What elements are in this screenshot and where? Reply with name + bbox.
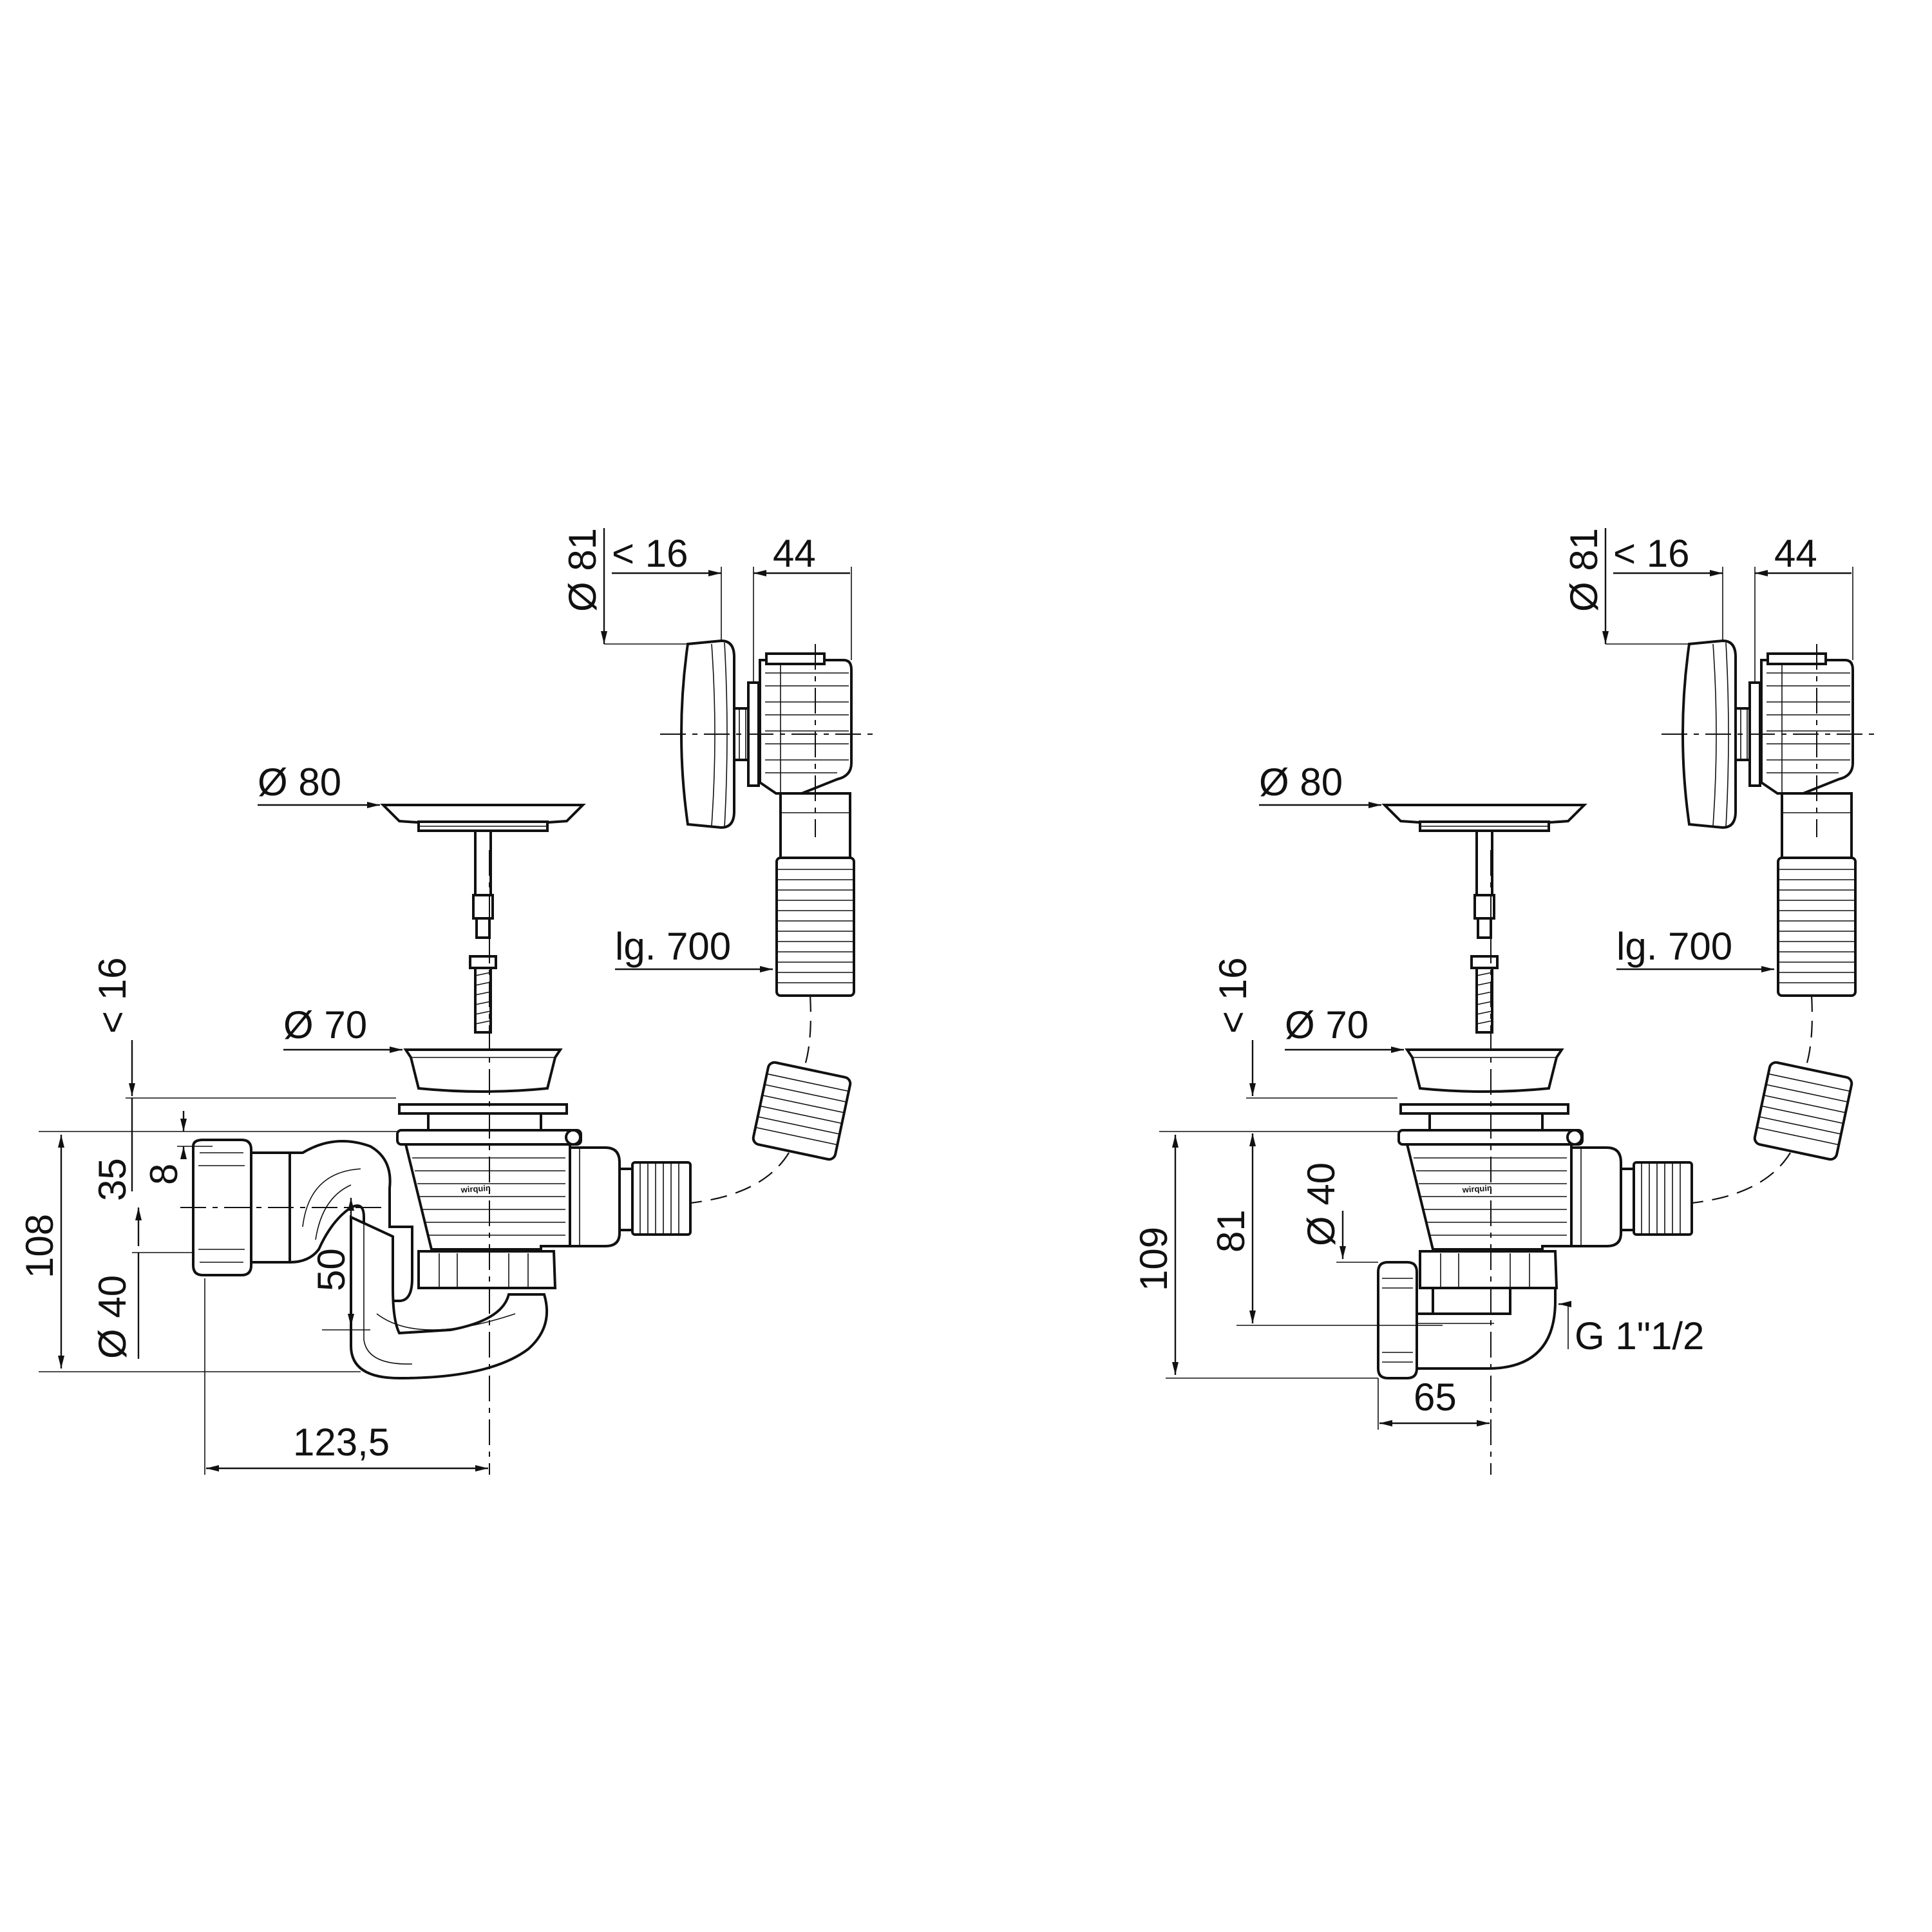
- left-dim-h8: 8: [142, 1111, 213, 1185]
- right-dim-d81: Ø 81: [1562, 528, 1689, 645]
- left-dim-d81: Ø 81: [561, 528, 688, 645]
- left-dim-d80: Ø 80: [258, 761, 380, 808]
- left-dim-lt16-side: < 16: [91, 958, 396, 1099]
- right-dim-d40-label: Ø 40: [1300, 1162, 1343, 1246]
- left-dim-d40: Ø 40: [91, 1208, 193, 1359]
- right-dim-d70: Ø 70: [1285, 1003, 1404, 1053]
- left-overflow-head: [659, 639, 877, 1162]
- right-dim-thread-label: G 1"1/2: [1575, 1314, 1704, 1358]
- left-plug: [382, 804, 584, 1093]
- right-overflow-head: [1660, 639, 1879, 1162]
- left-hose-path-upper: [802, 994, 811, 1070]
- left-dim-d40-label: Ø 40: [91, 1275, 134, 1359]
- right-dim-w65: 65: [1378, 1288, 1492, 1475]
- left-dim-h50-label: 50: [310, 1248, 353, 1291]
- right-dim-h81: 81: [1209, 1133, 1443, 1326]
- left-dim-w123-label: 123,5: [293, 1421, 390, 1464]
- left-dim-d70-label: Ø 70: [283, 1003, 367, 1046]
- right-dim-d70-label: Ø 70: [1285, 1003, 1368, 1046]
- left-dim-h8-label: 8: [142, 1164, 185, 1185]
- right-dim-w65-label: 65: [1414, 1376, 1457, 1419]
- left-s-trap: [192, 1139, 549, 1380]
- left-dim-h108: 108: [18, 1135, 361, 1372]
- right-dim-d40: Ø 40: [1300, 1162, 1378, 1263]
- right-hose-path-lower: [1691, 1152, 1791, 1204]
- left-dim-w123: 123,5: [204, 1278, 490, 1475]
- right-dim-d81-label: Ø 81: [1562, 528, 1605, 612]
- left-dim-h50: 50: [310, 1198, 370, 1331]
- right-elbow-outlet: [1377, 1261, 1557, 1379]
- right-dim-w44: 44: [1774, 532, 1853, 660]
- right-dim-lt16-side: < 16: [1211, 958, 1397, 1099]
- right-dim-d80: Ø 80: [1259, 761, 1381, 808]
- left-dim-h35-label: 35: [91, 1158, 134, 1201]
- left-dim-d80-label: Ø 80: [258, 761, 341, 804]
- left-assembly: Ø 81 < 16 44 Ø 80 lg. 700 Ø 70: [18, 528, 877, 1475]
- right-dim-lt16-top: < 16: [1613, 532, 1852, 683]
- left-dim-w44-label: 44: [773, 532, 816, 575]
- left-dim-lg700: lg. 700: [615, 925, 773, 972]
- left-dim-lt16-side-label: < 16: [91, 958, 134, 1034]
- left-dim-d70: Ø 70: [283, 1003, 402, 1053]
- right-dim-lg700-label: lg. 700: [1616, 925, 1732, 968]
- right-dim-h109: 109: [1132, 1135, 1378, 1379]
- right-hose-path-upper: [1804, 994, 1813, 1070]
- right-dim-thread: G 1"1/2: [1558, 1301, 1704, 1358]
- right-dim-w44-label: 44: [1774, 532, 1817, 575]
- left-dim-d81-label: Ø 81: [561, 528, 604, 612]
- left-dim-w44: 44: [773, 532, 852, 660]
- right-dim-lt16-side-label: < 16: [1211, 958, 1255, 1034]
- right-dim-lg700: lg. 700: [1616, 925, 1774, 972]
- left-hose-path-lower: [690, 1152, 790, 1204]
- left-dim-h108-label: 108: [18, 1214, 61, 1278]
- right-dim-h81-label: 81: [1209, 1209, 1253, 1253]
- left-dim-lt16-top-label: < 16: [612, 532, 688, 575]
- right-plug: [1383, 804, 1586, 1093]
- right-dim-d80-label: Ø 80: [1259, 761, 1343, 804]
- right-assembly: Ø 81 < 16 44 Ø 80 lg. 700 Ø 70: [1132, 528, 1879, 1475]
- left-dim-lt16-top: < 16: [612, 532, 850, 683]
- right-dim-h109-label: 109: [1132, 1227, 1175, 1291]
- left-dim-h35: 35: [91, 1098, 134, 1201]
- left-dim-lg700-label: lg. 700: [615, 925, 731, 968]
- right-dim-lt16-top-label: < 16: [1613, 532, 1689, 575]
